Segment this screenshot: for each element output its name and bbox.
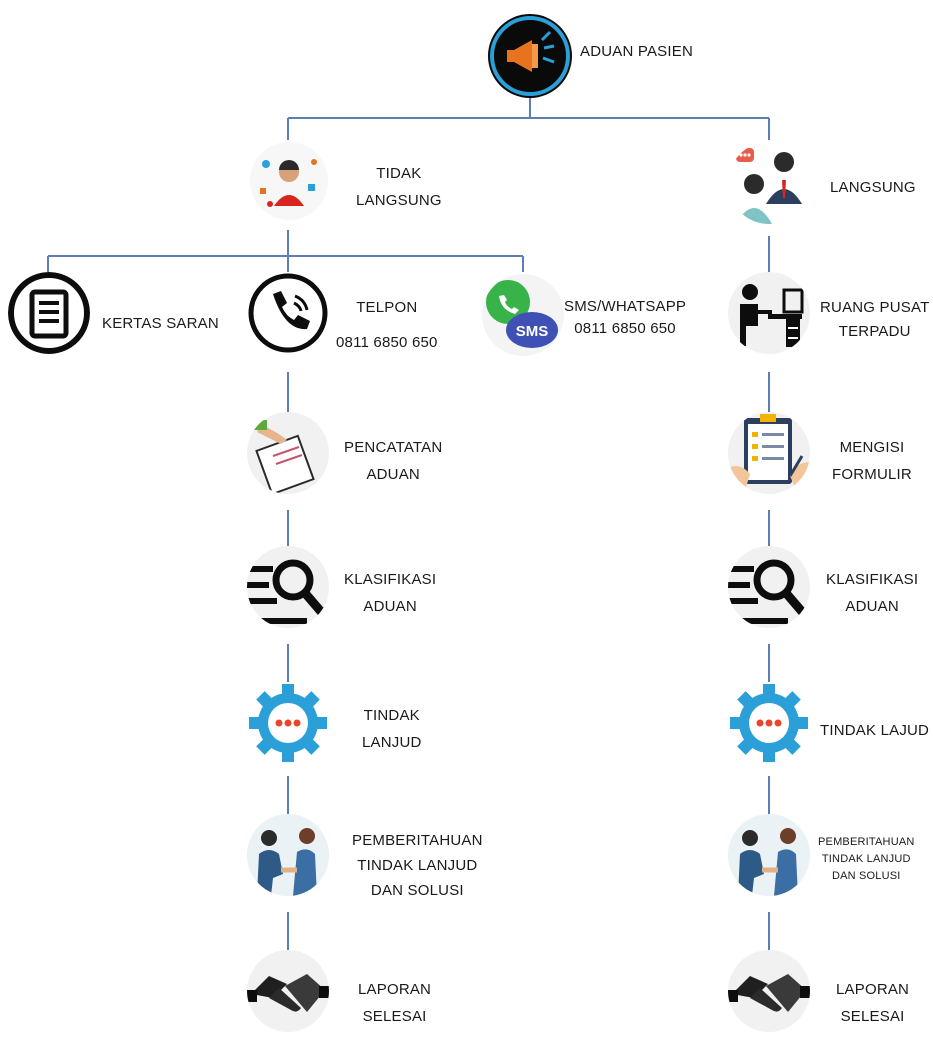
handshake-people-icon — [247, 814, 329, 896]
channel-telpon-number: 0811 6850 650 — [336, 334, 438, 351]
magnifier-classify-icon-direct — [728, 546, 810, 628]
whatsapp-sms-icon: SMS — [482, 274, 564, 356]
step-pencatatan-line2: ADUAN — [366, 466, 420, 483]
step-pemberitahuan-label: PEMBERITAHUAN TINDAK LANJUD DAN SOLUSI — [352, 828, 483, 903]
step-laporan-direct-line2: SELESAI — [840, 1008, 905, 1025]
step-tindak-line1: TINDAK — [363, 707, 420, 724]
direct-branch-label: LANGSUNG — [830, 179, 916, 196]
step-pemberitahuan-line3: DAN SOLUSI — [370, 882, 464, 899]
step-formulir-line1: MENGISI — [839, 439, 905, 456]
step-klasifikasi-line1: KLASIFIKASI — [344, 571, 437, 588]
step-klasifikasi-label: KLASIFIKASI ADUAN — [344, 566, 436, 620]
step-laporan-direct-line1: LAPORAN — [836, 981, 910, 998]
step-klasifikasi-direct-line1: KLASIFIKASI — [826, 571, 919, 588]
step-ruang-line2: TERPADU — [838, 323, 911, 340]
step-pemberitahuan-direct-label: PEMBERITAHUAN TINDAK LANJUD DAN SOLUSI — [818, 834, 915, 885]
step-pencatatan-label: PENCATATAN ADUAN — [344, 434, 442, 488]
channel-sms-number: 0811 6850 650 — [574, 320, 676, 337]
desk-worker-icon — [728, 272, 810, 354]
magnifier-classify-icon — [247, 546, 329, 628]
svg-text:SMS: SMS — [516, 323, 549, 340]
channel-sms-label: SMS/WHATSAPP 0811 6850 650 — [564, 296, 686, 340]
megaphone-icon — [488, 14, 572, 98]
step-pemberitahuan-line2: TINDAK LANJUD — [357, 857, 478, 874]
step-pemberitahuan-direct-line3: DAN SOLUSI — [831, 870, 901, 882]
form-clipboard-icon — [728, 412, 810, 494]
phone-icon — [247, 272, 329, 354]
step-klasifikasi-direct-label: KLASIFIKASI ADUAN — [826, 566, 918, 620]
step-formulir-line2: FORMULIR — [832, 466, 912, 483]
indirect-branch-label-line2: LANGSUNG — [356, 192, 442, 209]
step-tindak-label: TINDAK LANJUD — [362, 702, 422, 756]
indirect-branch-label: TIDAK LANGSUNG — [356, 160, 442, 214]
document-list-icon — [8, 272, 90, 354]
step-klasifikasi-direct-line2: ADUAN — [845, 598, 899, 615]
step-laporan-line1: LAPORAN — [358, 981, 432, 998]
step-laporan-line2: SELESAI — [362, 1008, 427, 1025]
step-ruang-label: RUANG PUSAT TERPADU — [820, 296, 929, 344]
channel-sms-name: SMS/WHATSAPP — [564, 298, 687, 315]
step-ruang-line1: RUANG PUSAT — [820, 299, 930, 316]
step-pemberitahuan-direct-line1: PEMBERITAHUAN — [818, 836, 915, 848]
root-label: ADUAN PASIEN — [580, 43, 693, 60]
meeting-people-icon — [728, 142, 810, 224]
channel-telpon-label: TELPON 0811 6850 650 — [336, 294, 438, 356]
gear-followup-icon-direct — [728, 682, 810, 764]
handshake-people-icon-direct — [728, 814, 810, 896]
customer-service-icon — [248, 140, 330, 222]
step-pemberitahuan-line1: PEMBERITAHUAN — [352, 832, 483, 849]
indirect-branch-label-line1: TIDAK — [376, 165, 422, 182]
step-pemberitahuan-direct-line2: TINDAK LANJUD — [821, 853, 911, 865]
note-writing-icon — [247, 412, 329, 494]
step-laporan-direct-label: LAPORAN SELESAI — [836, 976, 909, 1030]
gear-followup-icon — [247, 682, 329, 764]
channel-telpon-name: TELPON — [356, 299, 418, 316]
handshake-icon — [247, 950, 329, 1032]
step-klasifikasi-line2: ADUAN — [363, 598, 417, 615]
step-formulir-label: MENGISI FORMULIR — [832, 434, 912, 488]
step-laporan-label: LAPORAN SELESAI — [358, 976, 431, 1030]
handshake-icon-direct — [728, 950, 810, 1032]
step-pencatatan-line1: PENCATATAN — [344, 439, 443, 456]
step-tindak-direct-label: TINDAK LAJUD — [820, 722, 930, 739]
channel-kertas-label: KERTAS SARAN — [102, 315, 219, 332]
step-tindak-line2: LANJUD — [362, 734, 422, 751]
